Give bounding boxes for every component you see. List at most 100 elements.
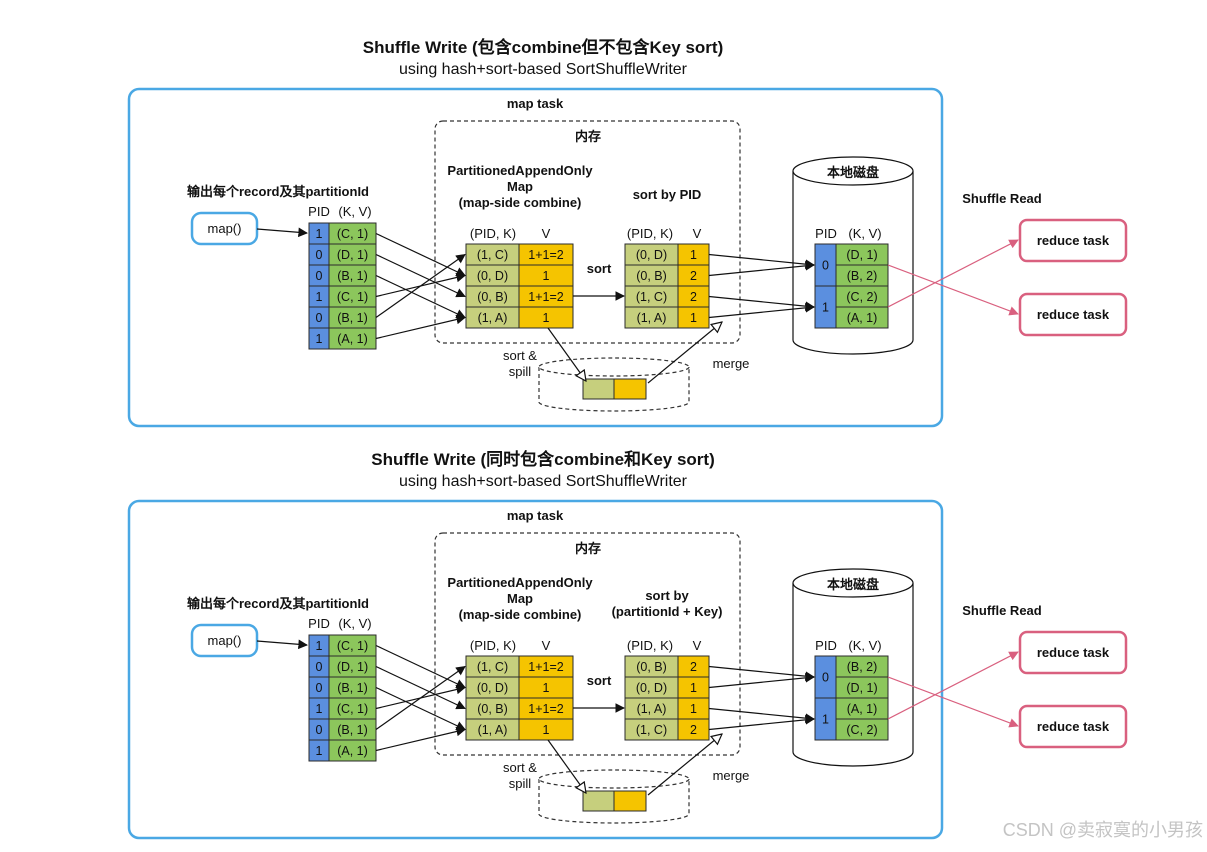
input-row-2-kv: (B, 1) (337, 269, 368, 283)
map-row-3-val: 1 (543, 723, 550, 737)
output-label: 输出每个record及其partitionId (187, 596, 369, 611)
map-title-line-1: Map (507, 591, 533, 606)
spill-label-line-0: sort & (503, 348, 537, 363)
input-row-4-pid: 0 (316, 723, 323, 737)
sorted-row-1-val: 2 (690, 269, 697, 283)
input-row-5-kv: (A, 1) (337, 332, 368, 346)
sorted-row-2-key: (1, C) (636, 290, 667, 304)
map-row-1-val: 1 (543, 269, 550, 283)
sort-label: sort (587, 673, 612, 688)
sorted-to-disk-arrow-0 (708, 253, 815, 269)
map-row-3-key: (1, A) (478, 311, 508, 325)
reduce-task-box-0 (1018, 218, 1128, 263)
memory-box (434, 120, 741, 344)
spill-block-key (582, 790, 615, 812)
merge-arrow (647, 734, 722, 796)
sorted-to-disk-arrow-1 (708, 673, 815, 689)
sorted-row-0-key: (0, D) (636, 248, 667, 262)
map-function-label: map() (208, 633, 242, 648)
panel-title: Shuffle Write (同时包含combine和Key sort) (371, 449, 715, 469)
map-header-key: (PID, K) (470, 226, 516, 241)
input-row-0-pid: 1 (316, 227, 323, 241)
disk-partition-1-row-1: (C, 2) (846, 723, 877, 737)
map-title-line-2: (map-side combine) (459, 607, 582, 622)
map-title-line-1: Map (507, 179, 533, 194)
sorted-header-key: (PID, K) (627, 638, 673, 653)
sorted-to-disk-arrow-2 (708, 295, 815, 311)
input-to-map-arrow-1 (375, 665, 466, 710)
sorted-row-1-val: 1 (690, 681, 697, 695)
map-row-1-val: 1 (543, 681, 550, 695)
sort-label: sort (587, 261, 612, 276)
input-to-map-arrow-2 (375, 686, 466, 731)
map-task-label: map task (507, 96, 564, 111)
map-task-box (127, 499, 944, 840)
sorted-row-3-key: (1, A) (637, 311, 667, 325)
input-row-0-pid: 1 (316, 639, 323, 653)
map-to-input-arrow (256, 639, 308, 650)
disk-partition-1-row-0: (A, 1) (847, 702, 878, 716)
input-header-pid: PID (308, 204, 330, 219)
disk-partition-1-row-1-bg (835, 718, 889, 741)
map-title-line-2: (map-side combine) (459, 195, 582, 210)
memory-label: 内存 (575, 129, 601, 144)
shuffle-read-label: Shuffle Read (962, 603, 1042, 618)
sorted-row-2-val: 2 (690, 290, 697, 304)
sorted-row-2-key: (1, A) (637, 702, 667, 716)
map-function-label: map() (208, 221, 242, 236)
input-header-kv: (K, V) (338, 204, 371, 219)
sorted-row-3-val: 2 (690, 723, 697, 737)
input-row-2-pid: 0 (316, 269, 323, 283)
reduce-task-label-0: reduce task (1037, 645, 1110, 660)
merge-label: merge (713, 768, 750, 783)
reduce-task-label-0: reduce task (1037, 233, 1110, 248)
sorted-title-line-0: sort by (645, 588, 689, 603)
map-title-line-0: PartitionedAppendOnly (447, 163, 593, 178)
sorted-header-val: V (693, 226, 702, 241)
input-row-1-pid: 0 (316, 660, 323, 674)
sorted-header-key: (PID, K) (627, 226, 673, 241)
input-to-map-arrow-0 (375, 644, 466, 689)
input-row-2-pid: 0 (316, 681, 323, 695)
merge-arrow (647, 322, 722, 384)
spill-arrow (547, 327, 586, 381)
map-row-3-val-bg (518, 306, 574, 329)
disk-to-reduce-arrow-1 (887, 239, 1019, 308)
map-row-1-key: (0, D) (477, 269, 508, 283)
map-row-1-key: (0, D) (477, 681, 508, 695)
disk-to-reduce-arrow-1 (887, 651, 1019, 720)
input-to-map-arrow-5 (375, 726, 466, 752)
disk-partition-1-pid: 1 (822, 301, 829, 315)
output-label: 输出每个record及其partitionId (187, 184, 369, 199)
map-row-2-key: (0, B) (477, 702, 508, 716)
sorted-row-3-val: 1 (690, 311, 697, 325)
disk-to-reduce-arrow-0 (887, 264, 1019, 316)
input-row-4-kv: (B, 1) (337, 723, 368, 737)
input-to-map-arrow-4 (375, 253, 466, 318)
disk-partition-0-pid: 0 (822, 259, 829, 273)
sorted-row-1-key: (0, D) (636, 681, 667, 695)
sorted-header-val: V (693, 638, 702, 653)
input-header-kv: (K, V) (338, 616, 371, 631)
watermark: CSDN @卖寂寞的小男孩 (1003, 820, 1203, 840)
input-to-map-arrow-1 (375, 253, 466, 298)
memory-box (434, 532, 741, 756)
input-row-1-kv: (D, 1) (337, 660, 368, 674)
input-row-4-pid: 0 (316, 311, 323, 325)
map-to-input-arrow (256, 227, 308, 238)
shuffle-read-label: Shuffle Read (962, 191, 1042, 206)
disk-header-pid: PID (815, 226, 837, 241)
map-row-0-key: (1, C) (477, 248, 508, 262)
disk-partition-1-row-0: (C, 2) (846, 290, 877, 304)
disk-header-pid: PID (815, 638, 837, 653)
panel-combine-only: Shuffle Write (包含combine但不包含Key sort)usi… (127, 37, 1128, 428)
sorted-to-disk-arrow-0 (708, 665, 815, 681)
spill-arrow (547, 739, 586, 793)
input-row-3-kv: (C, 1) (337, 290, 368, 304)
map-row-0-val: 1+1=2 (528, 248, 564, 262)
input-row-2-kv: (B, 1) (337, 681, 368, 695)
spill-block-key (582, 378, 615, 400)
panel-subtitle: using hash+sort-based SortShuffleWriter (399, 473, 688, 490)
input-row-4-kv: (B, 1) (337, 311, 368, 325)
